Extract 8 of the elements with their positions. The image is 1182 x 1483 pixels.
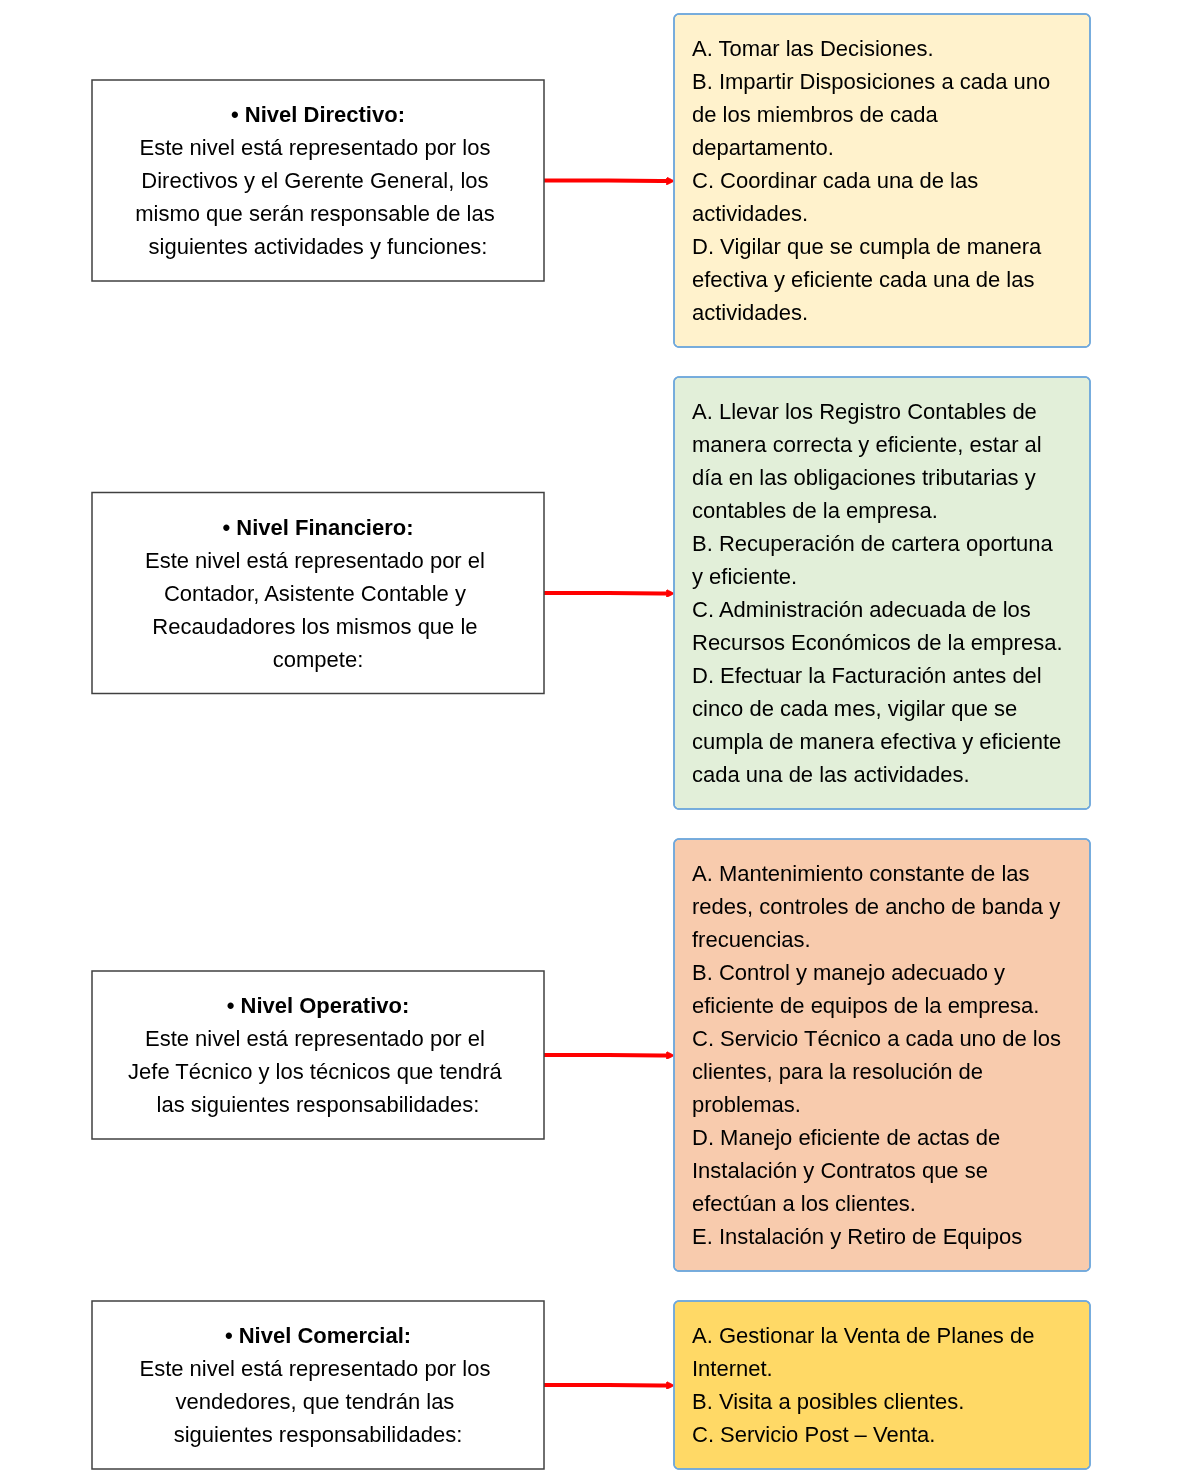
arrow (544, 1051, 675, 1060)
node-box: • Nivel Operativo: Este nivel está representado por el Jefe Técnico y los técnicos que tendrá las siguientes responsabilidades: (91, 970, 545, 1140)
arrow (544, 176, 675, 186)
node-box: • Nivel Directivo: Este nivel está representado por los Directivos y el Gerente General, los mismo que serán responsable de las siguientes actividades y funciones: (91, 79, 545, 282)
node-box: • Nivel Financiero: Este nivel está representado por el Contador, Asistente Contable y Recaudadores los mismos que le compete: (91, 491, 545, 695)
node-box: • Nivel Comercial: Este nivel está representado por los vendedores, que tendrán las siguientes responsabilidades: (91, 1300, 545, 1470)
arrow (544, 1381, 675, 1390)
arrow (544, 589, 675, 598)
